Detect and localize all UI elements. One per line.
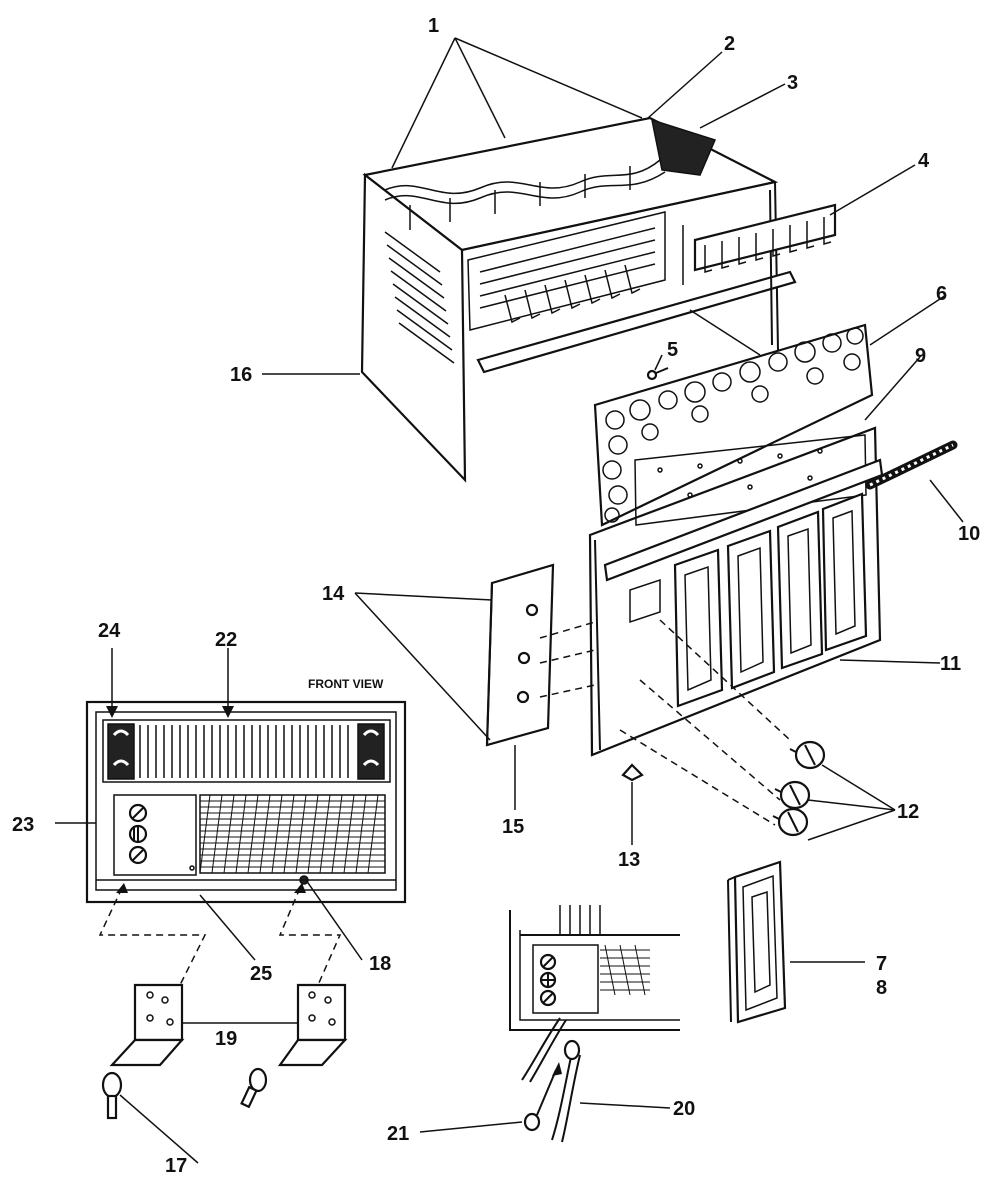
knob-bottom bbox=[772, 807, 809, 837]
label-21: 21 bbox=[387, 1123, 409, 1145]
knob-middle bbox=[774, 780, 811, 810]
front-view-caption: FRONT VIEW bbox=[308, 677, 384, 691]
label-17: 17 bbox=[165, 1155, 187, 1177]
label-arrowheads bbox=[106, 706, 234, 718]
label-7: 7 bbox=[876, 953, 887, 975]
label-1: 1 bbox=[428, 15, 439, 37]
control-knobs bbox=[772, 740, 826, 837]
label-16: 16 bbox=[230, 364, 252, 386]
label-13: 13 bbox=[618, 849, 640, 871]
clip-part-13 bbox=[621, 763, 644, 782]
air-filter bbox=[593, 323, 874, 527]
label-2: 2 bbox=[724, 33, 735, 55]
label-24: 24 bbox=[98, 620, 121, 642]
label-3: 3 bbox=[787, 72, 798, 94]
control-mounting-plate bbox=[485, 563, 596, 747]
mounting-rail-bracket bbox=[693, 203, 837, 273]
bracket-alignment-lines bbox=[98, 883, 342, 986]
label-19: 19 bbox=[215, 1028, 237, 1050]
support-bracket-left bbox=[109, 983, 185, 1067]
label-12: 12 bbox=[897, 801, 919, 823]
label-11: 11 bbox=[940, 653, 961, 675]
front-view-unit bbox=[85, 700, 407, 904]
label-18: 18 bbox=[369, 953, 391, 975]
knob-alignment-lines bbox=[619, 619, 791, 826]
support-bracket-right bbox=[277, 983, 348, 1067]
label-5: 5 bbox=[667, 339, 678, 361]
screw-part-17-left bbox=[101, 1071, 123, 1120]
door-panel-part-7-8 bbox=[727, 860, 787, 1024]
label-22: 22 bbox=[215, 629, 237, 651]
label-15: 15 bbox=[502, 816, 524, 838]
label-4: 4 bbox=[918, 150, 930, 172]
leader-lines bbox=[55, 37, 964, 1164]
cord-detail-view bbox=[509, 905, 680, 1143]
callout-labels: 1 2 3 4 5 6 9 10 11 12 13 14 15 16 17 18… bbox=[12, 15, 980, 1177]
knob-top bbox=[789, 740, 826, 770]
cabinet-housing bbox=[360, 116, 797, 483]
rod-part-10 bbox=[865, 440, 958, 490]
label-23: 23 bbox=[12, 814, 34, 836]
label-25: 25 bbox=[250, 963, 272, 985]
label-8: 8 bbox=[876, 977, 887, 999]
screw-part-17-right bbox=[240, 1067, 268, 1109]
screw-part-5 bbox=[646, 367, 669, 381]
front-panel-frame bbox=[588, 426, 884, 757]
label-10: 10 bbox=[958, 523, 980, 545]
label-6: 6 bbox=[936, 283, 947, 305]
label-9: 9 bbox=[915, 345, 926, 367]
label-14: 14 bbox=[322, 583, 345, 605]
label-20: 20 bbox=[673, 1098, 695, 1120]
